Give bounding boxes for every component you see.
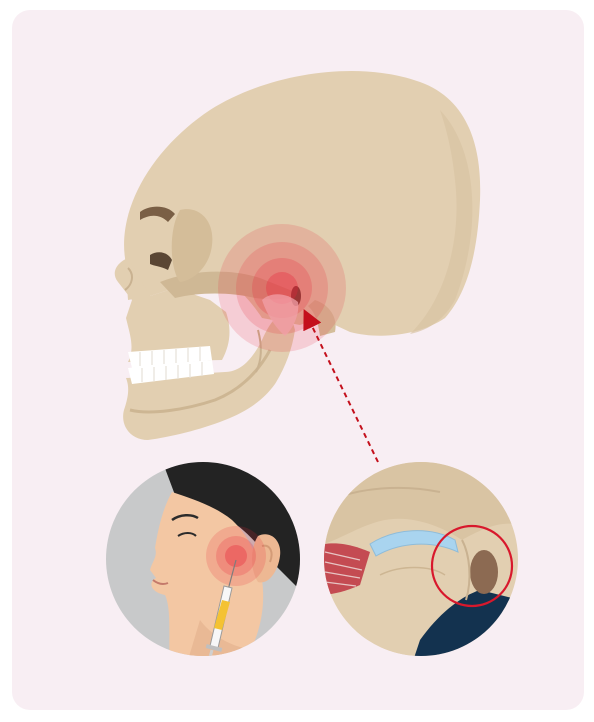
pain-target-icon (218, 224, 346, 352)
dashed-arrow-icon (308, 318, 378, 462)
tmj-joint-detail-icon (320, 460, 520, 670)
injection-detail-circle (106, 454, 310, 672)
